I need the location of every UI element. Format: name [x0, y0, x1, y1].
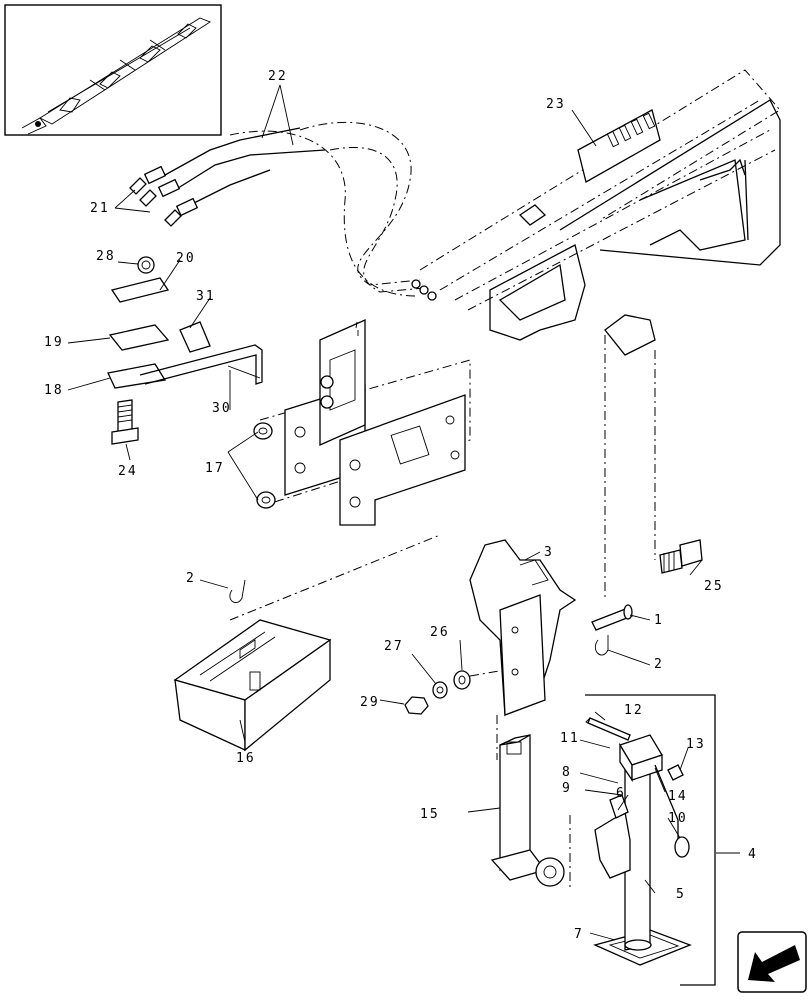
callout-9: 9: [562, 781, 572, 796]
callout-8: 8: [562, 765, 572, 780]
callout-28: 28: [96, 249, 116, 264]
callout-18: 18: [44, 383, 64, 398]
callout-25: 25: [704, 579, 724, 594]
machine-overview-thumbnail: [4, 4, 222, 136]
callout-13: 13: [686, 737, 706, 752]
callout-29: 29: [360, 695, 380, 710]
callout-labels: 22 21 23 28 20 31 19 18 30 24 17 2 3 25 …: [44, 69, 758, 942]
callout-19: 19: [44, 335, 64, 350]
callout-1: 1: [654, 613, 664, 628]
callout-14: 14: [668, 789, 688, 804]
callout-11: 11: [560, 731, 580, 746]
callout-5: 5: [676, 887, 686, 902]
callout-16: 16: [236, 751, 256, 766]
pin-and-clip: [229, 579, 633, 656]
jack-leg: [490, 715, 565, 887]
jack-assembly: [569, 694, 716, 986]
callout-7: 7: [574, 927, 584, 942]
hydraulic-hoses: [129, 121, 437, 301]
callout-24: 24: [118, 464, 138, 479]
callout-2a: 2: [186, 571, 196, 586]
frame-beam: [419, 69, 781, 341]
hitch-plate-assembly: [253, 318, 471, 526]
callout-4: 4: [748, 847, 758, 862]
callout-15: 15: [420, 807, 440, 822]
callout-2b: 2: [654, 657, 664, 672]
callout-20: 20: [176, 251, 196, 266]
callout-23: 23: [546, 97, 566, 112]
callout-22: 22: [268, 69, 288, 84]
next-page-arrow-icon[interactable]: [737, 931, 807, 993]
callout-21: 21: [90, 201, 110, 216]
callout-10: 10: [668, 811, 688, 826]
callout-3: 3: [544, 545, 554, 560]
leader-lines: [67, 84, 740, 941]
callout-17: 17: [205, 461, 225, 476]
jack-mount-bracket: [469, 314, 656, 717]
callout-30: 30: [212, 401, 232, 416]
callout-26: 26: [430, 625, 450, 640]
callout-12: 12: [624, 703, 644, 718]
fasteners: [404, 669, 506, 715]
callout-27: 27: [384, 639, 404, 654]
storage-box: [173, 534, 441, 752]
callout-6: 6: [616, 786, 626, 801]
hose-holder-bracket: [107, 256, 263, 445]
callout-31: 31: [196, 289, 216, 304]
